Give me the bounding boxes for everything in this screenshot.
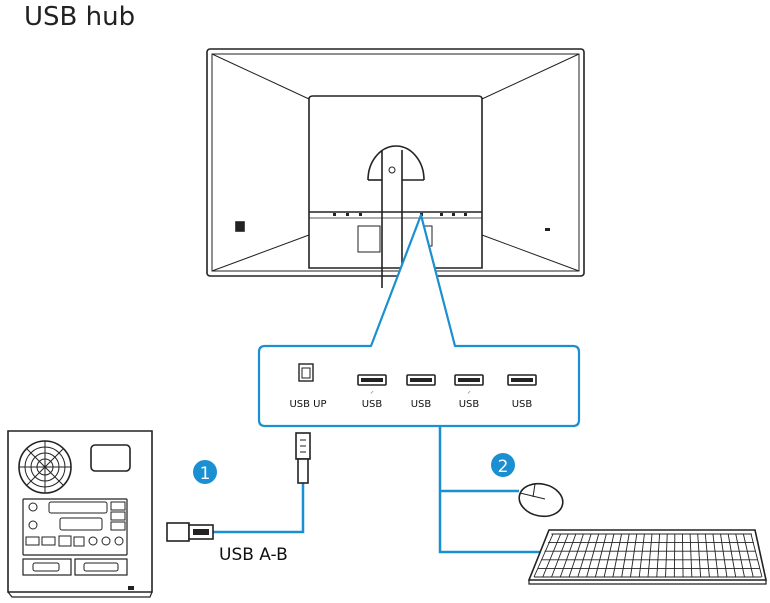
port-label-usb-3: USB — [459, 399, 480, 410]
charging-icon: ⸍ — [467, 390, 471, 398]
callout-one: 1 — [193, 460, 217, 484]
keyboard-icon — [527, 529, 767, 585]
port-label-usb-up: USB UP — [289, 399, 326, 410]
monitor-back-icon — [206, 48, 585, 288]
port-label-usb-1: USB — [362, 399, 383, 410]
hub-cable — [438, 426, 540, 554]
usb-port-4: USB — [507, 374, 537, 410]
page-title: USB hub — [24, 2, 136, 32]
callout-border — [257, 213, 581, 428]
callout-one-number: 1 — [200, 464, 211, 484]
port-label-usb-2: USB — [411, 399, 432, 410]
usb-up-port: USB UP — [289, 363, 327, 410]
usb-port-callout — [257, 213, 581, 554]
usb-port-2: USB — [406, 374, 436, 410]
usb-cable-icon — [166, 432, 311, 542]
usb-port-1: ⸍ USB — [357, 374, 387, 410]
cable-label: USB A-B — [219, 545, 288, 565]
callout-two: 2 — [491, 453, 515, 477]
callout-two-number: 2 — [498, 457, 509, 477]
mouse-icon — [518, 482, 564, 518]
port-label-usb-4: USB — [512, 399, 533, 410]
pc-tower-icon — [7, 430, 153, 598]
charging-icon: ⸍ — [370, 390, 374, 398]
usb-port-3: ⸍ USB — [454, 374, 484, 410]
